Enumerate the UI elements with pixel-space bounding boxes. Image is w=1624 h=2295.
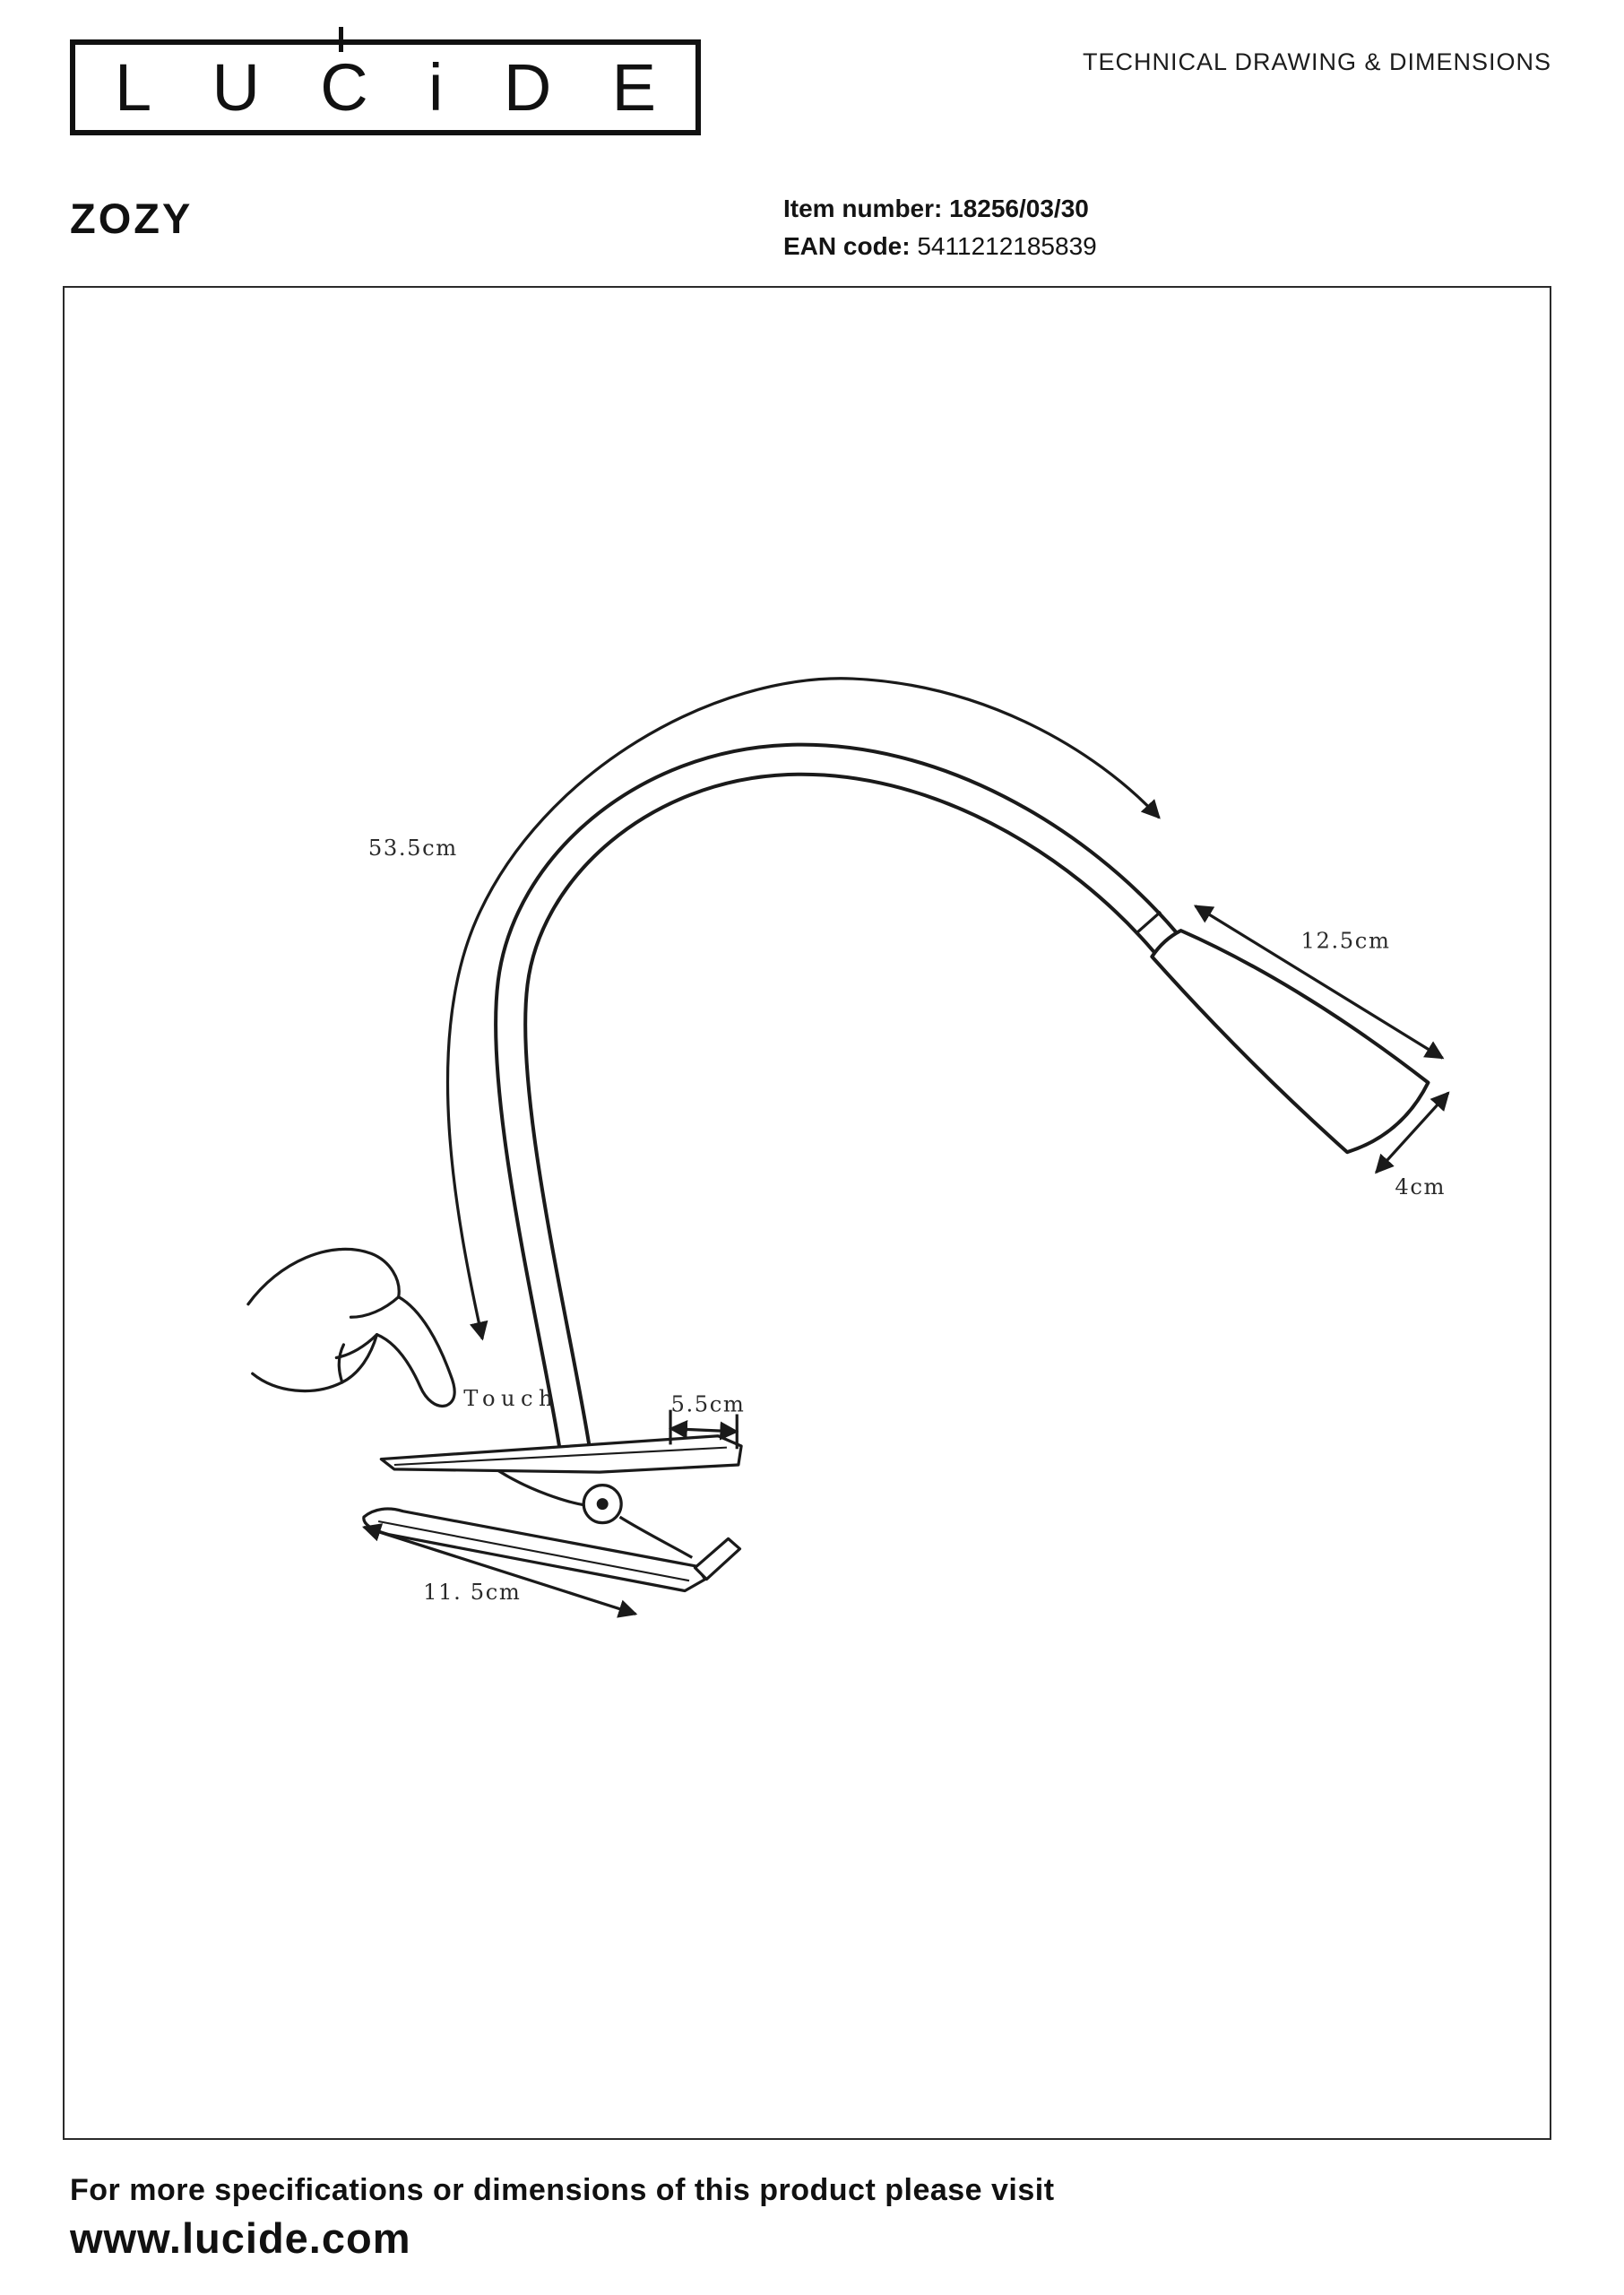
touch-label: Touch xyxy=(463,1386,558,1411)
product-name: ZOZY xyxy=(70,195,194,242)
logo-accent-tick xyxy=(339,27,343,52)
dim-head-width-line xyxy=(1374,1091,1450,1174)
item-number-value: 18256/03/30 xyxy=(949,195,1089,222)
logo-letter: D xyxy=(503,49,552,125)
dim-clip-length-label: 11. 5cm xyxy=(423,1580,521,1605)
dim-clip-length-line xyxy=(361,1523,638,1618)
dim-clip-width-line xyxy=(668,1419,739,1441)
item-number-label: Item number: xyxy=(783,195,943,222)
dim-clip-width-label: 5.5cm xyxy=(670,1391,745,1416)
dimension-lines xyxy=(361,677,1450,1618)
clip-handle xyxy=(693,1537,742,1581)
technical-drawing: 53.5cm 12.5cm 4cm 5.5cm 11. 5cm Touch xyxy=(246,677,1450,1618)
footer-url: www.lucide.com xyxy=(70,2214,411,2262)
logo-letter: C xyxy=(320,49,368,125)
dim-arm-curve xyxy=(445,677,1161,1341)
logo-letter: E xyxy=(611,49,656,125)
dim-arm-label: 53.5cm xyxy=(368,836,458,861)
logo-letter: U xyxy=(212,49,260,125)
ean-label: EAN code: xyxy=(783,232,911,260)
ean-row: EAN code: 5411212185839 xyxy=(783,228,1097,265)
logo-letter: i xyxy=(428,49,444,125)
gooseneck-arm xyxy=(494,742,1179,1453)
logo-letter: L xyxy=(115,49,152,125)
footer-note: For more specifications or dimensions of… xyxy=(70,2173,1055,2207)
product-codes: Item number: 18256/03/30 EAN code: 54112… xyxy=(783,190,1097,265)
dim-head-width-label: 4cm xyxy=(1395,1174,1446,1199)
lucide-logo: L U C i D E xyxy=(70,27,701,135)
clip-bottom-jaw xyxy=(362,1507,707,1593)
clip-base xyxy=(362,1434,743,1593)
ean-value: 5411212185839 xyxy=(917,232,1097,260)
footer: For more specifications or dimensions of… xyxy=(70,2173,1055,2263)
doc-title: TECHNICAL DRAWING & DIMENSIONS xyxy=(1082,48,1551,75)
dim-head-length-line xyxy=(1193,905,1445,1060)
technical-drawing-canvas: 53.5cm 12.5cm 4cm 5.5cm 11. 5cm Touch xyxy=(63,286,1551,2140)
hand-sketch xyxy=(246,1247,456,1408)
item-number-row: Item number: 18256/03/30 xyxy=(783,190,1097,228)
dim-head-length-label: 12.5cm xyxy=(1300,928,1390,953)
